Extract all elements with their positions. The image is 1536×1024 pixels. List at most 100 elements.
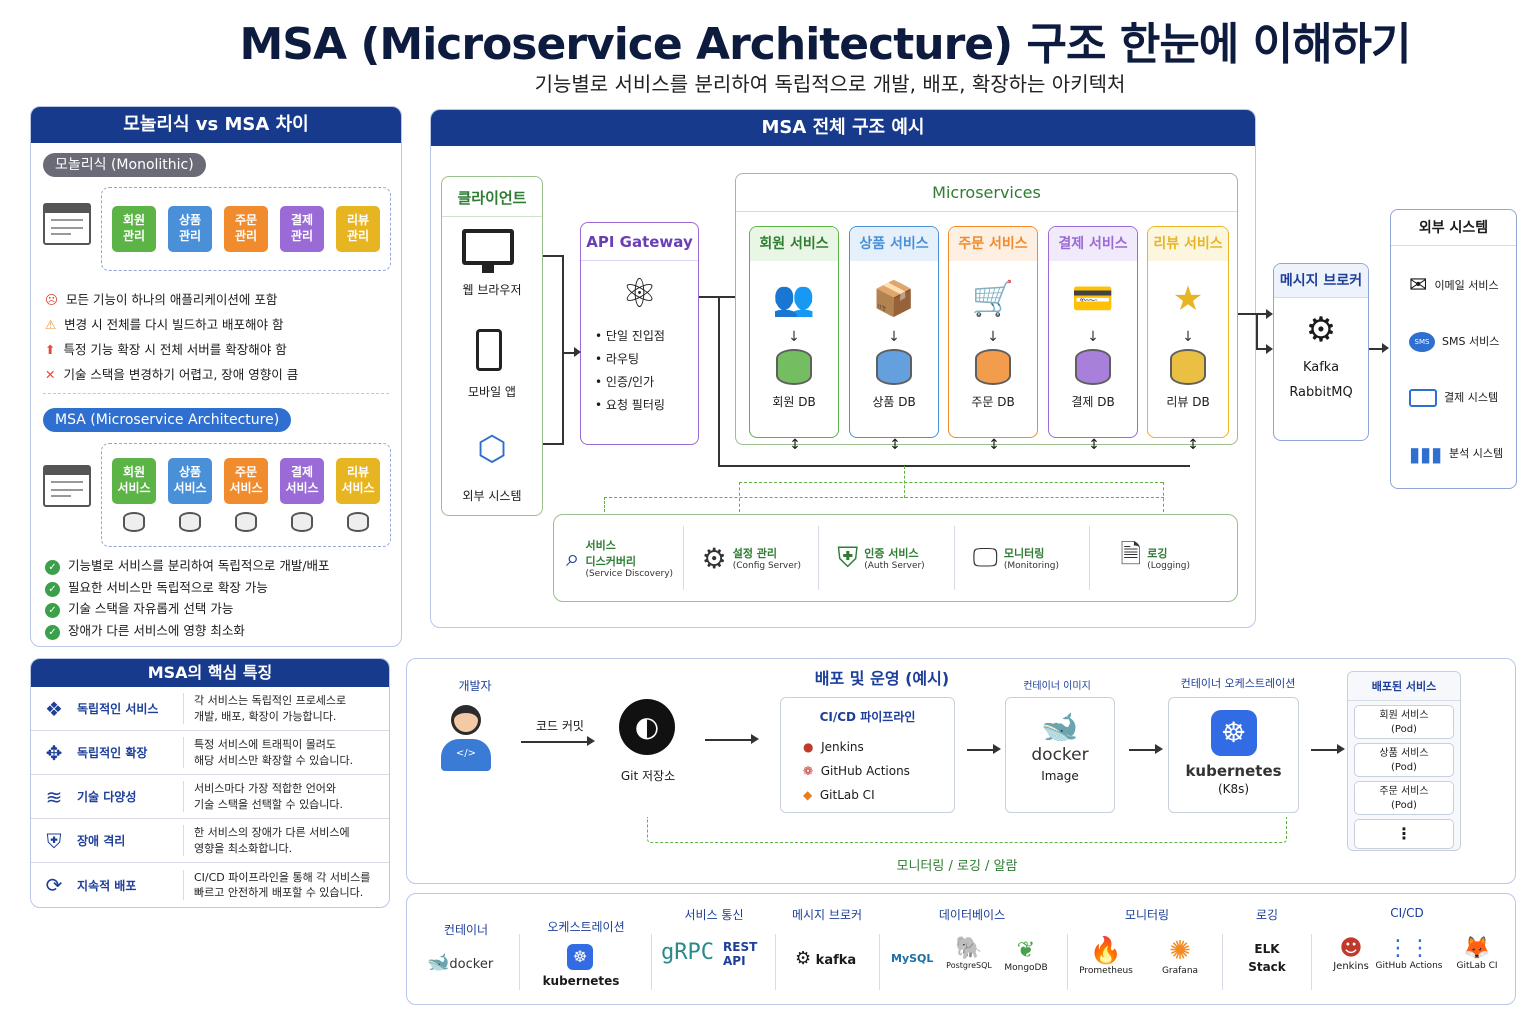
rest-api-logo: REST API	[723, 940, 758, 968]
database-icon	[975, 349, 1011, 385]
deploy-panel: 배포 및 운영 (예시) 개발자 </> 코드 커밋 ◐ Git 저장소 CI/…	[406, 658, 1516, 884]
stack-cat-broker: 메시지 브로커	[791, 908, 863, 922]
service-card: 결제 서비스 💳 ↓ 결제 DB	[1048, 226, 1138, 438]
client-label: 웹 브라우저	[462, 283, 522, 297]
database-icon	[123, 512, 145, 532]
stack-cat-monitor: 모니터링	[1124, 908, 1170, 922]
box-icon: 📦	[872, 279, 916, 319]
refresh-icon: ⟳	[45, 873, 63, 897]
check-icon: ✓	[45, 624, 60, 640]
service-card: 주문 서비스 🛒 ↓ 주문 DB	[948, 226, 1038, 438]
pod: 회원 서비스(Pod)	[1354, 705, 1454, 739]
external-title: 외부 시스템	[1391, 210, 1516, 246]
developer-label: 개발자	[458, 679, 492, 693]
database-icon	[347, 512, 369, 532]
msa-module: 상품 서비스	[168, 458, 212, 504]
lock-shield-icon: ⛨	[837, 541, 859, 574]
check-icon: ✓	[45, 560, 60, 575]
k8s-box: ☸ kubernetes (K8s)	[1168, 697, 1299, 813]
infra-item: ⌕ 서비스 디스커버리(Service Discovery)	[554, 526, 684, 590]
service-connector-arrow: ↕	[1088, 437, 1100, 453]
kubernetes-label: kubernetes	[542, 974, 620, 988]
msa-module: 주문 서비스	[224, 458, 268, 504]
hub-icon: ⚛	[621, 271, 658, 317]
cicd-title: CI/CD 파이프라인	[819, 710, 916, 724]
database-icon	[235, 512, 257, 532]
service-db: 상품 DB	[872, 395, 916, 409]
page-title: MSA (Microservice Architecture) 구조 한눈에 이…	[239, 19, 1411, 70]
compare-header: 모놀리식 vs MSA 차이	[31, 107, 401, 143]
stack-cat-orch: 오케스트레이션	[547, 920, 625, 934]
service-db: 결제 DB	[1071, 395, 1115, 409]
service-connector-arrow: ↕	[1187, 437, 1199, 453]
msa-points: ✓ 기능별로 서비스를 분리하여 독립적으로 개발/배포 ✓ 필요한 서비스만 …	[45, 555, 395, 641]
database-icon	[1170, 349, 1206, 385]
github-actions-logo: ⋮⋮GitHub Actions	[1375, 936, 1443, 971]
mono-module: 상품 관리	[168, 206, 212, 252]
stack-cat-cicd: CI/CD	[1390, 906, 1424, 920]
check-icon: ✓	[45, 603, 60, 618]
service-db: 회원 DB	[772, 395, 816, 409]
mono-points: ☹ 모든 기능이 하나의 애플리케이션에 포함 ⚠ 변경 시 전체를 다시 빌드…	[45, 287, 395, 387]
deployed-box: 배포된 서비스 회원 서비스(Pod) 상품 서비스(Pod) 주문 서비스(P…	[1347, 671, 1461, 851]
mysql-logo: MySQL	[891, 952, 934, 965]
service-db: 주문 DB	[971, 395, 1015, 409]
gateway-item: • 라우팅	[595, 352, 640, 366]
deploy-header: 배포 및 운영 (예시)	[814, 669, 950, 688]
kubernetes-icon: ☸	[567, 944, 593, 970]
msa-point: ✓ 필요한 서비스만 독립적으로 확장 가능	[45, 577, 395, 599]
gateway-item: • 요청 필터링	[595, 398, 665, 412]
k8s-label: kubernetes	[1185, 762, 1282, 780]
kafka-logo: ⚙ kafka	[795, 948, 857, 969]
pod: 상품 서비스(Pod)	[1354, 743, 1454, 777]
msa-module: 결제 서비스	[280, 458, 324, 504]
window-icon	[43, 465, 91, 507]
service-connector-arrow: ↕	[988, 437, 1000, 453]
service-name: 주문 서비스	[949, 227, 1037, 261]
msa-module: 회원 서비스	[112, 458, 156, 504]
external-item: ✉ 이메일 서비스	[1409, 273, 1499, 298]
kafka-icon: ⚙	[1305, 310, 1337, 350]
mono-point: ✕ 기술 스택을 변경하기 어렵고, 장애 영향이 큼	[45, 367, 299, 382]
elk-logo: ELK Stack	[1248, 942, 1286, 974]
client-title: 클라이언트	[442, 187, 542, 217]
gateway-item: • 단일 진입점	[595, 329, 665, 343]
loop-label: 모니터링 / 로깅 / 알람	[896, 859, 1018, 874]
gateway-item: • 인증/인가	[595, 375, 655, 389]
compare-panel: 모놀리식 vs MSA 차이 모놀리식 (Monolithic) 회원 관리 상…	[30, 106, 402, 647]
service-card: 리뷰 서비스 ★ ↓ 리뷰 DB	[1147, 226, 1229, 438]
infra-box: ⌕ 서비스 디스커버리(Service Discovery) ⚙ 설정 관리(C…	[553, 514, 1238, 602]
broker-item: RabbitMQ	[1289, 385, 1353, 400]
mongodb-logo: ❦MongoDB	[1004, 938, 1048, 973]
grpc-logo: gRPC	[661, 940, 714, 965]
grafana-logo: ✺Grafana	[1161, 936, 1199, 976]
star-icon: ★	[1172, 279, 1204, 319]
database-icon	[776, 349, 812, 385]
stack-panel: 컨테이너 🐋docker 오케스트레이션 ☸ kubernetes 서비스 통신…	[406, 893, 1516, 1005]
card-icon	[1409, 389, 1437, 407]
broker-title: 메시지 브로커	[1274, 264, 1368, 298]
gear-icon: ⚙	[701, 541, 727, 575]
jenkins-icon: ●	[803, 740, 814, 754]
x-icon: ✕	[45, 367, 56, 382]
mono-point: ⚠ 변경 시 전체를 다시 빌드하고 배포해야 함	[45, 317, 284, 332]
msa-module: 리뷰 서비스	[336, 458, 380, 504]
cart-icon: 🛒	[971, 279, 1015, 319]
warning-icon: ⚠	[45, 317, 57, 332]
gateway-title: API Gateway	[581, 223, 698, 261]
service-name: 리뷰 서비스	[1148, 227, 1228, 261]
up-arrow-icon: ⬆	[45, 342, 56, 357]
image-label: Image	[1041, 769, 1079, 783]
pod: 주문 서비스(Pod)	[1354, 781, 1454, 815]
developer-icon: </>	[439, 705, 493, 775]
github-icon: ◐	[619, 699, 675, 755]
orch-title: 컨테이너 오케스트레이션	[1180, 677, 1296, 690]
database-icon	[876, 349, 912, 385]
gitlab-logo: 🦊GitLab CI	[1456, 936, 1498, 971]
monitor-chart-icon: 🖵	[972, 542, 998, 573]
sad-icon: ☹	[45, 292, 59, 307]
